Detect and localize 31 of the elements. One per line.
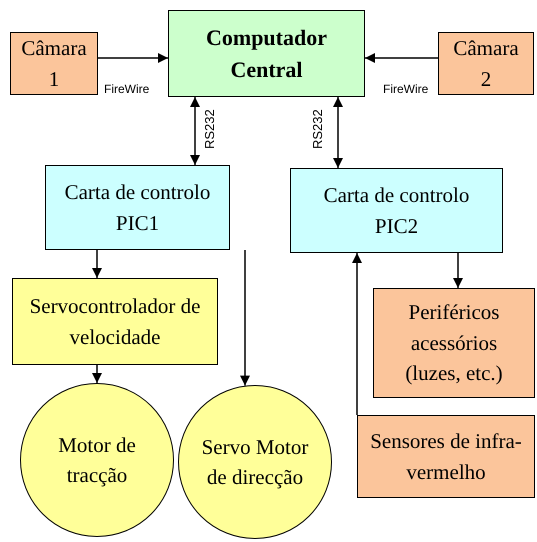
node-text: Câmara 2 [452,35,520,92]
node-text: Servo Motor de direcção [200,434,310,491]
process-box [438,32,534,95]
arrow [333,97,343,168]
node-text: Motor de tracção [57,432,137,489]
arrow [240,250,250,386]
edge-label: FireWire [103,82,150,96]
arrow [92,365,102,383]
process-box [45,165,230,250]
node-text: Computador Central [204,24,328,84]
process-box [357,415,535,498]
node-text: Periféricos acessórios (luzes, etc.) [404,299,504,388]
process-box [373,288,535,398]
edge-label: FireWire [382,82,430,96]
node-text: Carta de controlo PIC2 [322,182,470,240]
edge-label: RS232 [203,108,217,150]
process-box [12,278,218,365]
edge-label: RS232 [311,108,325,150]
node-text: Carta de controlo PIC1 [64,179,212,236]
arrow [190,97,200,165]
process-box [168,10,365,97]
process-box [290,168,503,253]
node-text: Câmara 1 [20,35,88,92]
arrow [453,253,463,288]
arrow [352,253,362,415]
arrow [365,53,438,63]
process-box [10,32,98,95]
arrow [92,250,102,278]
node-text: Sensores de infra-vermelho [369,428,523,486]
arrow [98,53,168,63]
node-text: Servocontrolador de velocidade [28,293,202,350]
